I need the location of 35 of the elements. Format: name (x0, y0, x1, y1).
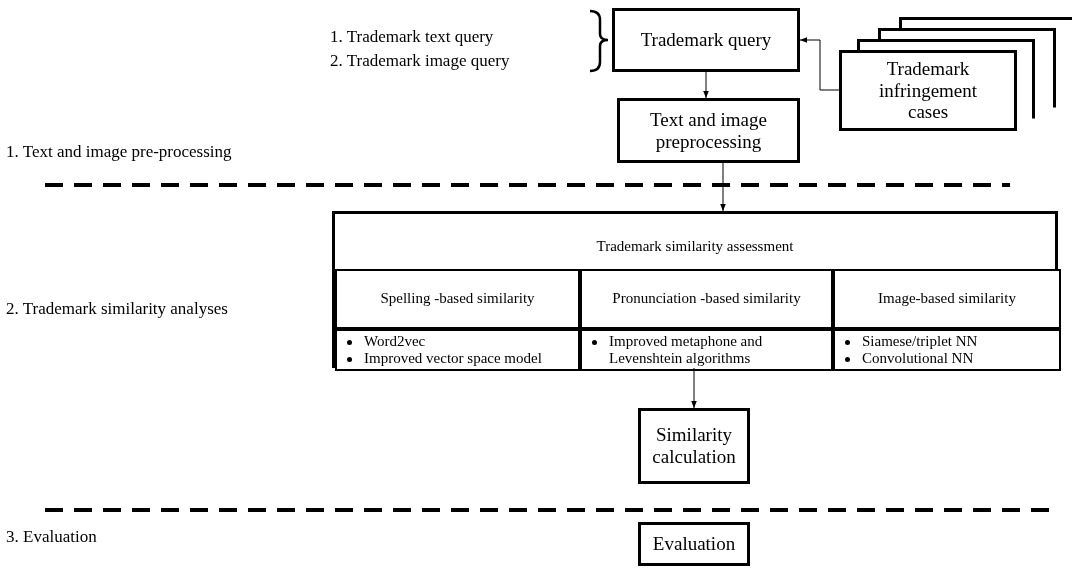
stage-label: 3. Evaluation (6, 527, 97, 547)
bullet-item: Siamese/triplet NN (862, 333, 978, 351)
bullet-item: Improved vector space model (364, 350, 542, 368)
stage-label: 2. Trademark image query (330, 51, 510, 71)
stage-label: 1. Text and image pre-processing (6, 142, 232, 162)
box-text: Trademark similarity assessment (596, 238, 794, 256)
bullet-list-box (833, 329, 1061, 371)
process-box (335, 269, 580, 329)
box-text: Trademark infringement cases (877, 57, 979, 124)
box-text: Spelling -based similarity (380, 290, 535, 308)
box-text: Evaluation (652, 533, 736, 555)
process-box (839, 50, 1017, 131)
bullet-item: Word2vec (364, 333, 426, 351)
process-box (833, 269, 1061, 329)
assessment-box (332, 211, 1058, 368)
process-box (612, 8, 800, 72)
process-box (617, 98, 800, 163)
bullet-list-box (335, 329, 580, 371)
bullet-list-box (580, 329, 833, 371)
process-box (638, 408, 750, 484)
box-text: Similarity calculation (651, 424, 737, 468)
bullet-item: Convolutional NN (862, 350, 974, 368)
process-box (638, 522, 750, 566)
stage-label: 1. Trademark text query (330, 27, 494, 47)
box-text: Text and image preprocessing (649, 108, 768, 153)
arrow (799, 37, 840, 91)
box-text: Trademark query (640, 29, 772, 51)
box-text: Pronunciation -based similarity (612, 290, 801, 308)
arrow (691, 367, 697, 409)
arrow (703, 71, 709, 99)
bullet-item: Improved metaphone and Levenshtein algorithms (609, 333, 764, 368)
process-box (580, 269, 833, 329)
box-text: Image-based similarity (878, 290, 1016, 308)
arrow (720, 162, 726, 212)
stage-label: 2. Trademark similarity analyses (6, 299, 228, 319)
